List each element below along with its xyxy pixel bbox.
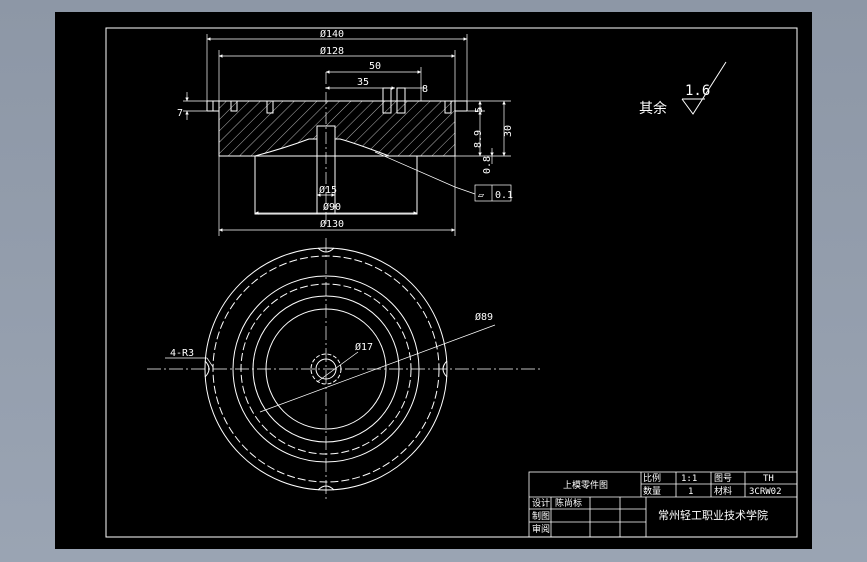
scale-label: 比例 (643, 472, 661, 484)
dim-d17: Ø17 (355, 341, 373, 353)
dim-8-9: 8.9 (473, 130, 484, 148)
flatness-symbol: ▱ (478, 190, 484, 201)
draw-label: 制图 (532, 510, 550, 522)
dim-4-r3: 4-R3 (170, 348, 194, 359)
scale-value: 1:1 (681, 474, 697, 484)
dim-0-8: 0.8 (482, 156, 493, 174)
design-label: 设计 (532, 497, 550, 509)
dim-35: 35 (357, 77, 369, 88)
surface-finish-note: 其余 1.6 (639, 61, 727, 117)
material-value: 3CRW02 (749, 487, 782, 497)
dim-d130: Ø130 (320, 218, 344, 230)
dim-d140: Ø140 (320, 28, 344, 40)
dim-30: 30 (503, 125, 514, 137)
surface-finish-label: 其余 (639, 100, 667, 117)
title-block-text: 上模零件图 比例 1:1 图号 TH 数量 1 材料 3CRW02 设计 陈尚标… (532, 472, 782, 535)
flatness-value: 0.1 (495, 190, 513, 201)
review-label: 审阅 (532, 523, 550, 535)
plan-dim-text: 4-R3 Ø17 Ø89 (170, 311, 493, 359)
dim-d128: Ø128 (320, 45, 344, 57)
flange-outline (218, 100, 456, 157)
dim-50: 50 (369, 61, 381, 72)
dim-d89: Ø89 (475, 311, 493, 323)
drawing-border (105, 27, 798, 538)
designer-name: 陈尚标 (555, 497, 582, 509)
section-hatch (218, 100, 456, 157)
roughness-symbol-icon (681, 61, 727, 115)
part-name: 上模零件图 (563, 479, 608, 491)
qty-label: 数量 (643, 485, 661, 497)
section-dim-text: Ø140 Ø128 50 35 8 7 5 30 8.9 0.8 Ø15 Ø90… (177, 28, 514, 230)
dim-d90: Ø90 (323, 201, 341, 213)
material-label: 材料 (714, 485, 732, 497)
dim-7: 7 (177, 108, 183, 119)
section-view (206, 72, 468, 227)
title-block (528, 471, 798, 538)
drawing-no-value: TH (763, 474, 774, 484)
surface-finish-value: 1.6 (685, 83, 710, 99)
drawing-no-label: 图号 (714, 473, 732, 484)
cad-viewport[interactable]: Ø140 Ø128 50 35 8 7 5 30 8.9 0.8 Ø15 Ø90… (55, 12, 812, 549)
drawing-canvas[interactable]: Ø140 Ø128 50 35 8 7 5 30 8.9 0.8 Ø15 Ø90… (55, 12, 812, 549)
school-name: 常州轻工职业技术学院 (658, 508, 768, 522)
qty-value: 1 (688, 487, 693, 497)
plan-view (147, 238, 540, 500)
dim-5: 5 (474, 107, 485, 113)
dim-8: 8 (422, 84, 428, 95)
dim-d15: Ø15 (319, 184, 337, 196)
section-dimensions (183, 34, 512, 236)
